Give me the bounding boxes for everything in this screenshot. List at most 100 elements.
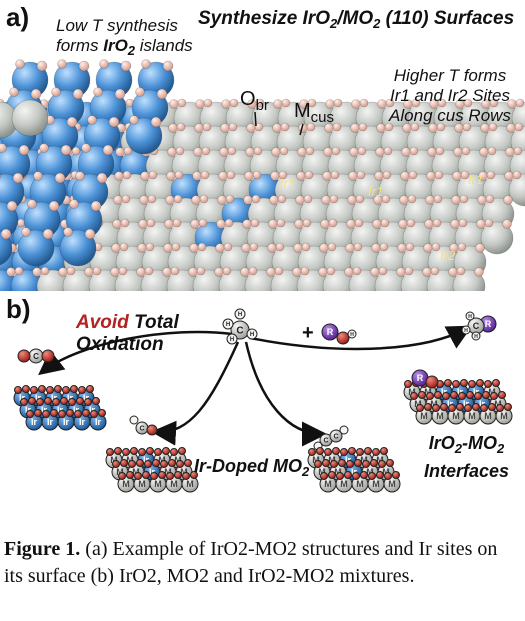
lattice-atom	[508, 173, 525, 207]
doped-slab-2-oxygen-atom	[346, 460, 354, 468]
doped-slab-oxygen-atom	[170, 448, 178, 456]
oxygen-atom	[36, 60, 48, 72]
ir1-site-label-3: Ir1	[468, 172, 484, 187]
iro2-slab-oxygen-atom	[62, 386, 70, 394]
oxygen-atom	[173, 194, 183, 204]
iro2-slab-oxygen-atom	[78, 386, 86, 394]
doped-slab-2-oxygen-atom	[378, 460, 386, 468]
svg-text:Ir: Ir	[63, 417, 70, 427]
oxygen-atom	[280, 122, 290, 132]
oxygen-atom	[410, 122, 420, 132]
interface-slab-oxygen-atom	[424, 403, 432, 411]
doped-slab-oxygen-atom	[146, 447, 154, 455]
oxygen-atom	[274, 266, 284, 276]
iro2-slab-oxygen-atom	[54, 385, 62, 393]
r-group-atom: R	[321, 323, 339, 341]
oxygen-atom	[515, 98, 525, 108]
oxygen-atom	[84, 228, 96, 240]
svg-text:M: M	[360, 455, 368, 465]
svg-text:M: M	[452, 411, 460, 421]
oxygen-atom	[434, 170, 444, 180]
interface-slab-oxygen-atom	[448, 404, 456, 412]
oxygen-atom	[90, 200, 102, 212]
doped-slab-2-oxygen-atom	[384, 472, 392, 480]
oxygen-atom	[170, 266, 180, 276]
oxygen-atom	[331, 146, 341, 156]
iro2-slab-oxygen-atom	[98, 409, 106, 417]
oxygen-atom	[254, 122, 264, 132]
oxygen-atom	[279, 146, 289, 156]
oxygen-atom	[385, 98, 395, 108]
oxygen-atom	[433, 194, 443, 204]
oxygen-atom	[114, 88, 126, 100]
svg-text:Ir: Ir	[83, 393, 90, 403]
interface-slab-oxygen-atom	[466, 391, 474, 399]
oxygen-atom	[203, 98, 213, 108]
svg-text:M: M	[424, 387, 432, 397]
oxygen-atom	[92, 266, 102, 276]
interface-slab-oxygen-atom	[472, 403, 480, 411]
oxygen-atom	[0, 143, 7, 153]
obr-label: Obr	[240, 88, 269, 114]
doped-slab-2-oxygen-atom	[354, 459, 362, 467]
doped-slab-2-oxygen-atom	[344, 471, 352, 479]
iro2-slab-oxygen-atom	[58, 410, 66, 418]
oxygen-atom	[33, 171, 43, 181]
svg-text:C: C	[323, 437, 328, 444]
hydrogen-atom: H	[461, 325, 471, 335]
oxygen-atom	[353, 242, 363, 252]
oxygen-atom	[96, 172, 108, 184]
oxygen-atom	[278, 170, 288, 180]
svg-text:Ir: Ir	[35, 393, 42, 403]
panel-a-surface-figure: a) Synthesize IrO2/MO2 (110) Surfaces Lo…	[0, 0, 525, 291]
ir2-site-label: Ir2	[440, 248, 456, 263]
doped-slab-2-oxygen-atom	[332, 447, 340, 455]
doped-slab-2-oxygen-atom	[324, 448, 332, 456]
interface-slab-oxygen-atom	[460, 379, 468, 387]
oxygen-atom	[384, 122, 394, 132]
doped-slab-oxygen-atom	[152, 459, 160, 467]
svg-text:M: M	[334, 467, 342, 477]
oxygen-atom	[437, 98, 447, 108]
oxygen-atom	[150, 116, 162, 128]
oxygen-atom	[302, 218, 312, 228]
oxygen-atom	[253, 146, 263, 156]
oxygen-atom	[93, 87, 103, 97]
svg-text:M: M	[372, 479, 380, 489]
svg-text:M: M	[494, 399, 502, 409]
svg-text:M: M	[436, 411, 444, 421]
svg-text:Ir: Ir	[41, 405, 48, 415]
doped-slab-2-oxygen-atom	[386, 459, 394, 467]
doped-slab-oxygen-atom	[138, 448, 146, 456]
iro2-island-atom	[0, 201, 19, 239]
oxygen-atom	[458, 218, 468, 228]
avoid-total-oxidation-label: Avoid Total Oxidation	[76, 312, 179, 355]
oxygen-atom	[250, 218, 260, 228]
oxygen-atom	[75, 171, 85, 181]
panel-a-label: a)	[6, 2, 30, 32]
doped-slab-oxygen-atom	[112, 460, 120, 468]
oxygen-atom	[141, 59, 151, 69]
oxygen-atom	[197, 242, 207, 252]
doped-slab-oxygen-atom	[118, 472, 126, 480]
oxygen-atom	[305, 146, 315, 156]
oxygen-atom	[78, 60, 90, 72]
figure-caption-text: (a) Example of IrO2-MO2 structures and I…	[4, 538, 498, 587]
svg-text:M: M	[312, 455, 320, 465]
oxygen-atom	[463, 98, 473, 108]
iro2-slab-oxygen-atom	[44, 397, 52, 405]
oxygen-atom	[486, 170, 496, 180]
doped-slab-oxygen-atom	[106, 448, 114, 456]
svg-text:H: H	[464, 328, 468, 334]
oxygen-atom	[461, 146, 471, 156]
oxygen-atom	[66, 116, 78, 128]
oxygen-atom	[326, 266, 336, 276]
iro2-slab-oxygen-atom	[34, 409, 42, 417]
oxygen-atom	[51, 87, 61, 97]
hydrogen-atom	[129, 415, 139, 425]
oxygen-atom	[198, 218, 208, 228]
interface-slab-oxygen-atom	[490, 392, 498, 400]
oxygen-atom	[459, 194, 469, 204]
oxygen-atom	[147, 194, 157, 204]
